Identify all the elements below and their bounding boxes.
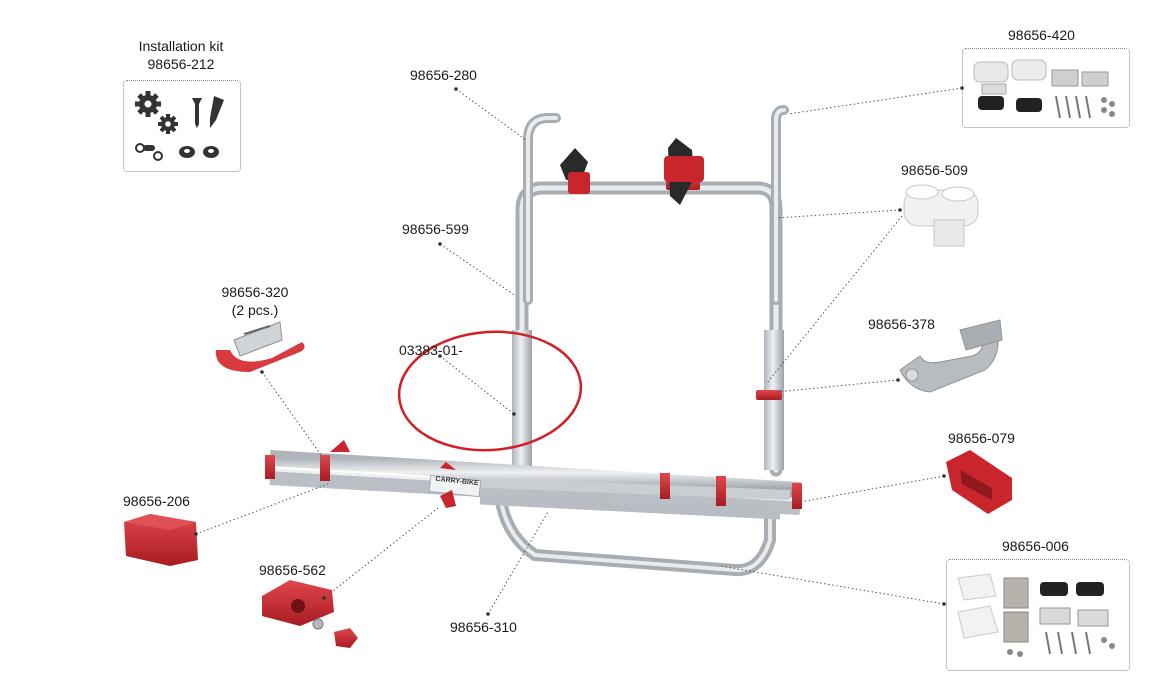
leader-378 <box>775 379 899 393</box>
rack-frame <box>265 105 802 577</box>
left-upright-tube <box>515 181 783 477</box>
part-206-block <box>124 514 198 566</box>
label-98656-420: 98656-420 <box>1008 27 1075 43</box>
part-079-cradle <box>946 450 1012 514</box>
leader-420 <box>787 87 963 115</box>
leader-lines <box>195 87 963 615</box>
installation-kit-title: Installation kit <box>138 38 224 54</box>
base-rail-back <box>269 471 801 515</box>
label-98656-206: 98656-206 <box>123 493 190 509</box>
leader-006 <box>719 565 945 605</box>
label-98656-562: 98656-562 <box>259 562 326 578</box>
leader-320 <box>261 371 327 463</box>
nut-icon <box>179 146 219 158</box>
part-378-bracket <box>899 319 1003 393</box>
leader-280 <box>455 88 527 141</box>
label-98656-079: 98656-079 <box>948 430 1015 446</box>
base-rail-mid <box>459 477 791 500</box>
label-03383-01: 03383-01- <box>399 342 463 358</box>
gear-icon <box>135 91 161 117</box>
screw-icon <box>192 96 224 128</box>
leader-599 <box>439 243 517 297</box>
part-320-strap <box>215 321 305 372</box>
leader-509 <box>775 209 901 219</box>
left-top-arm <box>523 113 561 305</box>
label-98656-310: 98656-310 <box>450 619 517 635</box>
label-98656-599: 98656-599 <box>402 221 469 237</box>
rail-end-cap-right <box>792 483 802 509</box>
leader-206 <box>195 483 329 535</box>
label-98656-280: 98656-280 <box>410 67 477 83</box>
frame-holder-right <box>664 138 704 205</box>
part-420-contents <box>973 59 1115 119</box>
rail-end-cap-left <box>265 455 275 479</box>
leader-03383 <box>439 355 515 415</box>
label-98656-320: 98656-320 <box>221 284 289 300</box>
label-98656-006: 98656-006 <box>1002 538 1069 554</box>
chain-icon <box>135 143 163 161</box>
leader-endpoints <box>194 86 964 616</box>
leader-562 <box>323 507 439 599</box>
product-label-sticker <box>428 474 482 498</box>
highlight-circle <box>397 330 583 452</box>
label-98656-509: 98656-509 <box>901 162 968 178</box>
frame-holder-left <box>560 148 590 194</box>
installation-kit-part-number: 98656-212 <box>147 56 215 72</box>
label-98656-378: 98656-378 <box>868 316 935 332</box>
gear-icon <box>158 114 178 134</box>
leader-310 <box>487 511 549 615</box>
part-006-contents <box>957 573 1115 657</box>
leader-509b <box>765 215 903 385</box>
label-98656-320-quantity: (2 pcs.) <box>231 302 279 318</box>
part-562-clamp <box>262 580 358 648</box>
base-rail-front <box>269 450 801 498</box>
installation-kit-icons <box>135 91 224 161</box>
part-509-clamp <box>903 184 979 247</box>
leader-079 <box>799 475 945 503</box>
